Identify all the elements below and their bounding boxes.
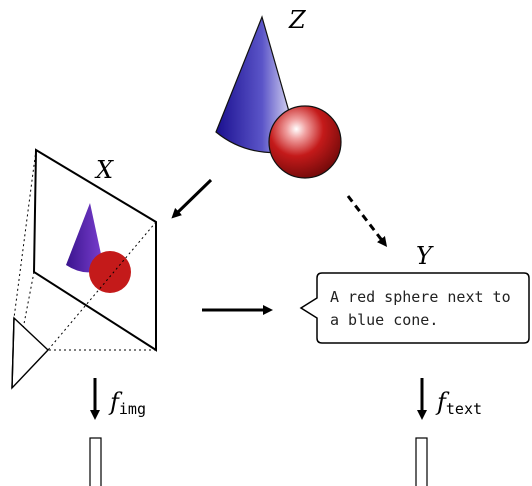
caption-bubble	[299, 272, 530, 344]
caption-line-1: A red sphere next to	[330, 288, 511, 306]
label-f-img: fimg	[108, 388, 146, 418]
label-y: Y	[416, 242, 434, 270]
caption-line-2: a blue cone.	[330, 311, 438, 329]
caption-box-y: A red sphere next to a blue cone.	[299, 272, 530, 344]
label-x: X	[94, 156, 114, 184]
image-embedding-bar	[89, 437, 102, 486]
red-sphere	[268, 105, 342, 179]
image-cone	[66, 203, 104, 273]
text-embedding-bar	[415, 437, 428, 486]
arrow-z-to-x	[171, 178, 213, 219]
label-f-text: ftext	[435, 388, 482, 418]
camera-icon	[11, 316, 49, 390]
f-text-subscript: text	[446, 400, 482, 418]
arrow-z-to-y	[346, 195, 388, 247]
scene-z	[215, 15, 342, 179]
image-plane-x	[32, 148, 157, 352]
label-z: Z	[288, 6, 307, 34]
image-sphere	[89, 251, 131, 293]
f-img-subscript: img	[119, 400, 146, 418]
